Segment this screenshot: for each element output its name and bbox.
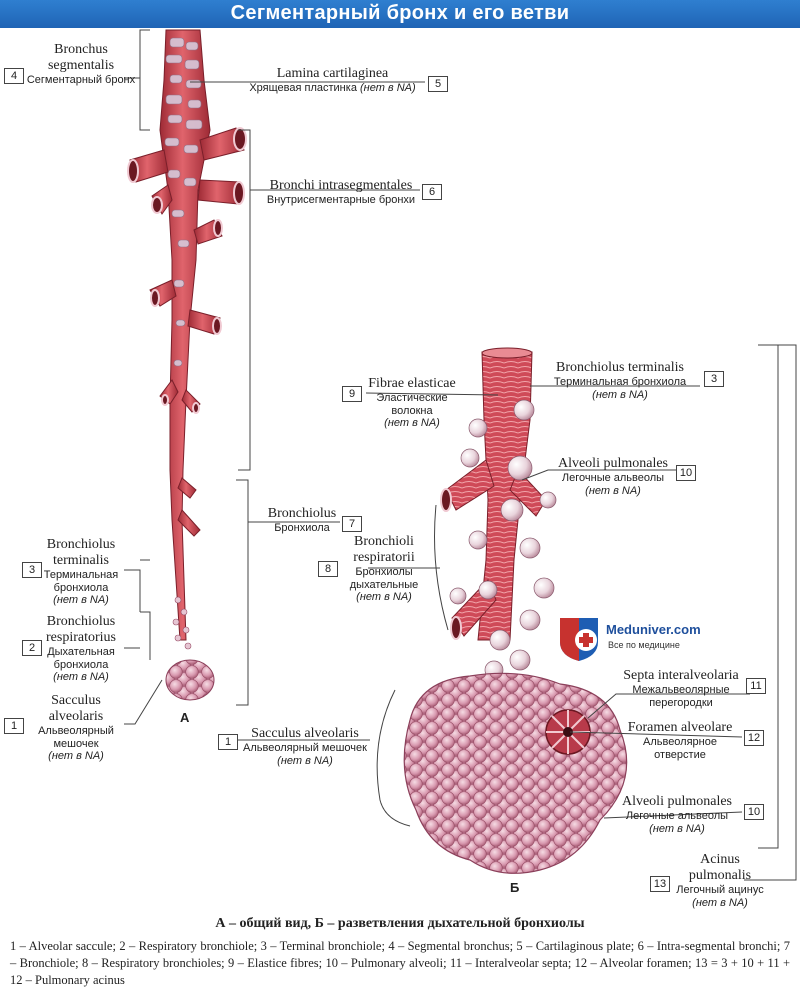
shield-icon: [560, 618, 598, 661]
russian-term: Хрящевая пластинка (нет в NA): [240, 82, 425, 95]
russian-term: Терминальная бронхиола: [553, 376, 687, 389]
russian-term: Внутрисегментарные бронхи: [266, 194, 416, 207]
label-acinus-pulmonalis: Acinus pulmonalis Легочный ацинус (нет в…: [674, 852, 766, 909]
figure-caption: А – общий вид, Б – разветвления дыхатель…: [215, 916, 585, 931]
label-lamina-cartilaginea: Lamina cartilaginea Хрящевая пластинка (…: [240, 66, 425, 95]
latin-term: Lamina cartilaginea: [276, 66, 389, 81]
label-number: 1: [218, 734, 238, 750]
latin-term: Bronchiolus terminalis: [46, 537, 116, 569]
leader-lines-b: [236, 344, 797, 881]
na-note: (нет в NA): [53, 671, 109, 684]
label-bronchi-intrasegmentales: Bronchi intrasegmentales Внутрисегментар…: [266, 178, 416, 207]
logo-tagline: Все по медицине: [608, 640, 680, 650]
figure-legend: 1 – Alveolar saccule; 2 – Respiratory br…: [10, 939, 790, 987]
na-note: (нет в NA): [384, 417, 440, 430]
label-number: 9: [342, 386, 362, 402]
na-note: (нет в NA): [356, 591, 412, 604]
label-number: 1: [4, 718, 24, 734]
russian-term: Легочные альвеолы: [561, 472, 665, 485]
russian-term: Эластические волокна: [376, 392, 448, 417]
na-note: (нет в NA): [277, 754, 333, 767]
russian-term: Бронхиолы дыхательные: [349, 566, 419, 591]
russian-term: Альвеолярный мешочек(нет в NA): [240, 742, 370, 767]
page-title: Сегментарный бронх и его ветви: [230, 2, 570, 24]
label-bronchiolus-terminalis-a: Bronchiolus terminalis Терминальная брон…: [38, 537, 124, 607]
na-note: (нет в NA): [592, 388, 648, 401]
latin-term: Alveoli pulmonales: [557, 456, 669, 471]
respiratory-bronchiole-figure-b: [403, 347, 628, 874]
latin-term: Septa interalveolaria: [623, 668, 739, 683]
label-number: 5: [428, 76, 448, 92]
label-bronchiolus-terminalis-b: Bronchiolus terminalis Терминальная брон…: [540, 360, 700, 401]
na-note: (нет в NA): [585, 484, 641, 497]
label-number: 4: [4, 68, 24, 84]
latin-term: Bronchi intrasegmentales: [269, 178, 413, 193]
label-sacculus-alveolaris-a: Sacculus alveolaris Альвеолярный мешочек…: [28, 693, 124, 763]
figure-letter-b: Б: [510, 880, 520, 895]
na-note: (нет в NA): [649, 822, 705, 835]
latin-term: Bronchiolus respiratorius: [46, 614, 116, 646]
latin-term: Fibrae elasticae: [368, 376, 456, 391]
label-number: 8: [318, 561, 338, 577]
russian-term: Альвеолярный мешочек: [38, 725, 114, 750]
label-number: 10: [744, 804, 764, 820]
na-note: (нет в NA): [692, 896, 748, 909]
na-note: (нет в NA): [48, 750, 104, 763]
latin-term: Acinus pulmonalis: [688, 852, 752, 884]
russian-term: Сегментарный бронх: [26, 74, 136, 87]
label-number: 2: [22, 640, 42, 656]
label-bronchioli-respiratorii: Bronchioli respiratorii Бронхиолы дыхате…: [340, 534, 428, 604]
title-banner: Сегментарный бронх и его ветви: [0, 0, 800, 28]
label-bronchiolus-respiratorius-a: Bronchiolus respiratorius Дыхательная бр…: [38, 614, 124, 684]
russian-term: Дыхательная бронхиола: [47, 646, 115, 671]
latin-term: Alveoli pulmonales: [621, 794, 733, 809]
label-alveoli-pulmonales-bottom: Alveoli pulmonales Легочные альвеолы (не…: [612, 794, 742, 835]
label-number: 13: [650, 876, 670, 892]
russian-term: Бронхиола: [274, 522, 330, 535]
bronchial-tree-illustration: [124, 29, 797, 881]
leader-lines-a: [124, 29, 425, 725]
label-number: 12: [744, 730, 764, 746]
label-number: 11: [746, 678, 766, 694]
latin-term: Bronchioli respiratorii: [353, 534, 415, 566]
russian-term: Легочные альвеолы: [625, 810, 729, 823]
label-number: 10: [676, 465, 696, 481]
label-number: 3: [704, 371, 724, 387]
russian-term: Альвеолярное отверстие: [642, 736, 717, 761]
label-alveoli-pulmonales-top: Alveoli pulmonales Легочные альвеолы (не…: [548, 456, 678, 497]
label-number: 7: [342, 516, 362, 532]
russian-text: Хрящевая пластинка: [249, 82, 357, 95]
latin-term: Bronchus segmentalis: [47, 42, 115, 74]
russian-term: Легочный ацинус: [676, 884, 764, 897]
na-note: (нет в NA): [53, 594, 109, 607]
figure-letter-a: А: [180, 710, 190, 725]
russian-text: Альвеолярный мешочек: [243, 742, 367, 755]
label-bronchus-segmentalis: Bronchus segmentalis Сегментарный бронх: [26, 42, 136, 87]
label-fibrae-elasticae: Fibrae elasticae Эластические волокна (н…: [362, 376, 462, 430]
label-septa-interalveolaria: Septa interalveolaria Межальвеолярные пе…: [616, 668, 746, 709]
segmental-bronchus-figure-a: [127, 29, 247, 701]
latin-term: Bronchiolus: [267, 506, 337, 521]
russian-term: Терминальная бронхиола: [43, 569, 119, 594]
label-sacculus-alveolaris-b: Sacculus alveolaris Альвеолярный мешочек…: [240, 726, 370, 767]
russian-term: Межальвеолярные перегородки: [632, 684, 730, 709]
latin-term: Sacculus alveolaris: [48, 693, 104, 725]
na-note: (нет в NA): [360, 82, 416, 95]
latin-term: Bronchiolus terminalis: [556, 360, 684, 375]
latin-term: Foramen alveolare: [627, 720, 733, 735]
label-number: 3: [22, 562, 42, 578]
label-number: 6: [422, 184, 442, 200]
meduniver-logo: Meduniver.com Все по медицине: [556, 614, 716, 662]
label-bronchiolus: Bronchiolus Бронхиола: [262, 506, 342, 535]
latin-term: Sacculus alveolaris: [251, 726, 359, 741]
label-foramen-alveolare: Foramen alveolare Альвеолярное отверстие: [620, 720, 740, 761]
logo-name: Meduniver.com: [606, 622, 701, 637]
